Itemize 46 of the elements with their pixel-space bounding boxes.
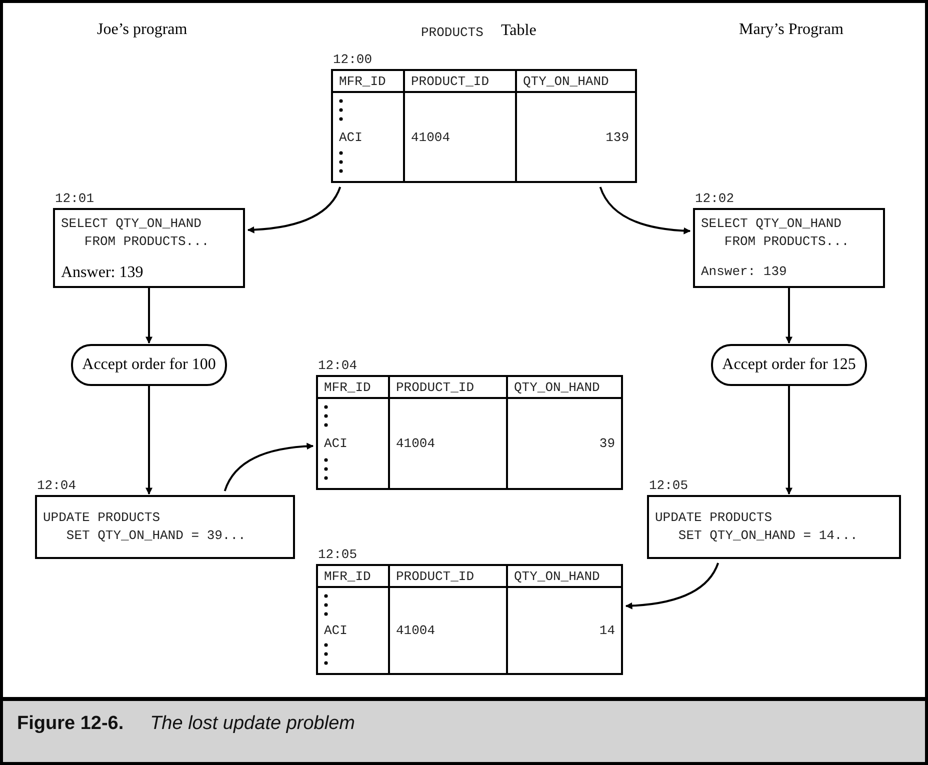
column-header: PRODUCT_ID: [390, 566, 508, 588]
cell-value: ACI: [324, 436, 348, 451]
timestamp: 12:04: [37, 478, 76, 493]
cell-value: 41004: [390, 399, 508, 488]
column-header: MFR_ID: [318, 377, 390, 399]
cell-value: 14: [598, 622, 616, 640]
timestamp: 12:05: [649, 478, 688, 493]
column-header: PRODUCT_ID: [390, 377, 508, 399]
arrow: [786, 288, 792, 344]
sql-statement: UPDATE PRODUCTS SET QTY_ON_HAND = 14...: [655, 509, 859, 545]
table-title: PRODUCTS: [421, 25, 484, 40]
sql-statement: SELECT QTY_ON_HAND FROM PRODUCTS...: [61, 215, 210, 250]
figure-caption: Figure 12-6. The lost update problem: [17, 713, 356, 735]
table-title: Table: [501, 22, 536, 40]
arrow: [224, 442, 314, 492]
cell-value: ACI: [339, 130, 362, 144]
arrow: [146, 288, 152, 344]
decision-pill: Accept order for 125: [711, 344, 867, 386]
timestamp: 12:05: [318, 547, 358, 562]
cell-value: ACI: [324, 623, 348, 638]
sql-statement: UPDATE PRODUCTS SET QTY_ON_HAND = 39...: [43, 509, 247, 545]
sql-statement: SELECT QTY_ON_HAND FROM PRODUCTS...: [701, 215, 850, 250]
answer-text: Answer: 139: [701, 264, 788, 280]
arrow: [247, 186, 342, 234]
arrow: [786, 386, 792, 495]
cell-value: 39: [598, 435, 616, 453]
column-header: QTY_ON_HAND: [517, 71, 635, 93]
arrow: [625, 562, 720, 610]
program-title: Joe’s program: [97, 21, 188, 39]
column-header: QTY_ON_HAND: [508, 377, 621, 399]
program-title: Mary’s Program: [739, 21, 844, 39]
timestamp: 12:02: [695, 191, 734, 206]
timestamp: 12:00: [333, 52, 372, 67]
cell-value: 41004: [390, 588, 508, 673]
timestamp: 12:04: [318, 358, 358, 373]
answer-text: Answer: 139: [61, 264, 144, 282]
arrow: [146, 386, 152, 495]
cell-value: 41004: [405, 93, 517, 181]
column-header: MFR_ID: [318, 566, 390, 588]
column-header: QTY_ON_HAND: [508, 566, 621, 588]
column-header: MFR_ID: [333, 71, 405, 93]
column-header: PRODUCT_ID: [405, 71, 517, 93]
timestamp: 12:01: [55, 191, 94, 206]
arrow: [599, 186, 691, 234]
cell-value: 139: [604, 128, 630, 146]
decision-pill: Accept order for 100: [71, 344, 227, 386]
